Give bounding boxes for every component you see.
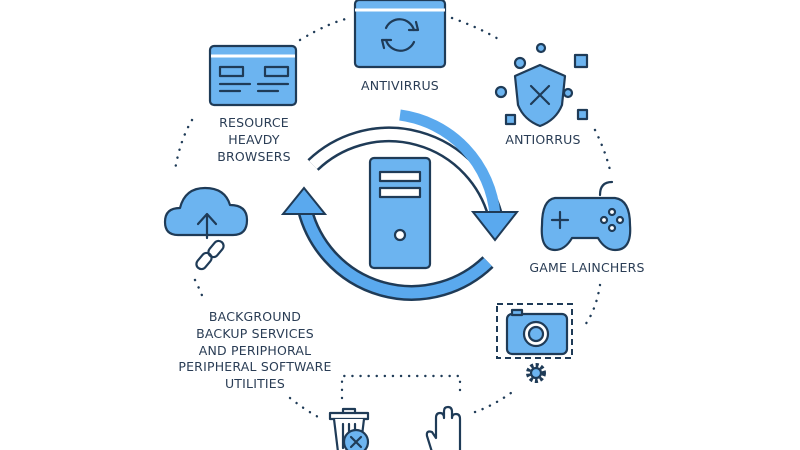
gear-icon xyxy=(526,363,546,383)
refresh-icon xyxy=(380,18,420,52)
computer-tower-icon xyxy=(368,156,432,270)
label-background-1: BACKGROUND xyxy=(209,309,301,324)
shield-icon xyxy=(494,42,589,128)
label-antivirus: ANTIVIRRUS xyxy=(361,78,439,93)
trash-remove-icon xyxy=(328,407,370,450)
label-background-4: PERIPHERAL SOFTWARE xyxy=(178,359,331,374)
camera-icon xyxy=(496,303,573,359)
label-antivirus-shield: ANTIORRUS xyxy=(505,132,580,147)
label-background-2: BACKUP SERVICES xyxy=(196,326,314,341)
dotted-ring xyxy=(173,16,612,420)
label-background-5: UTILITIES xyxy=(225,376,285,391)
label-browsers-2: HEAVDY xyxy=(228,132,280,147)
browser-window-icon xyxy=(208,44,298,107)
cycle-arrows xyxy=(280,109,520,301)
label-browsers-1: RESOURCE xyxy=(219,115,289,130)
cloud-upload-icon xyxy=(163,186,249,240)
label-background-3: AND PERIPHORAL xyxy=(199,343,312,358)
label-browsers-3: BROWSERS xyxy=(217,149,291,164)
gamepad-icon xyxy=(540,180,632,252)
hand-stop-icon xyxy=(425,405,462,450)
antivirus-window-icon xyxy=(353,0,447,69)
link-chain-icon xyxy=(195,239,225,271)
label-game-launchers: GAME LAINCHERS xyxy=(529,260,644,275)
